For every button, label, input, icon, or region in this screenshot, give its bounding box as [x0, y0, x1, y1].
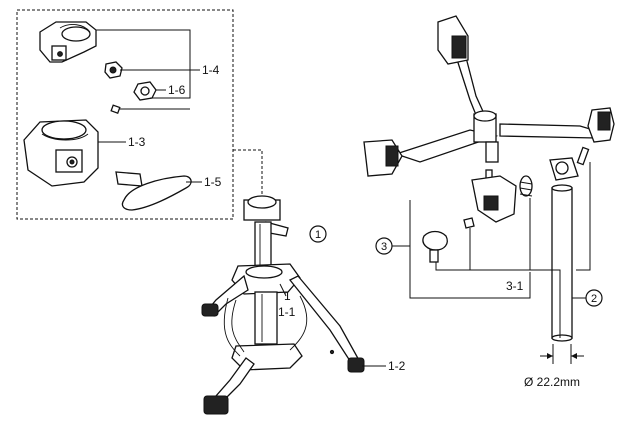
- label-1: 1: [284, 289, 291, 303]
- tripod-stand-part: [201, 195, 365, 415]
- callout-1: 1: [309, 225, 327, 243]
- inset-detail-box: [16, 9, 263, 220]
- callout-3: 3: [375, 237, 393, 255]
- clamp-lower-part: [23, 119, 99, 187]
- callout-2-label: 2: [591, 293, 597, 305]
- small-nut-part: [463, 217, 475, 229]
- label-diameter: Ø 22.2mm: [524, 375, 580, 389]
- washer-part: [133, 81, 157, 101]
- snare-basket-part: [363, 15, 615, 223]
- spring-part: [519, 175, 533, 197]
- screw-part: [110, 104, 121, 115]
- label-1-4: 1-4: [202, 63, 220, 77]
- diameter-dimension: [540, 344, 584, 364]
- wing-bolt-small-part: [422, 230, 448, 263]
- wing-bolt-part: [115, 171, 192, 211]
- label-1-5: 1-5: [204, 175, 222, 189]
- label-1-2: 1-2: [388, 359, 406, 373]
- label-3-1: 3-1: [506, 279, 524, 293]
- label-1-1: 1-1: [278, 305, 296, 319]
- label-1-3: 1-3: [128, 135, 146, 149]
- nut-part: [104, 61, 123, 79]
- callout-3-label: 3: [381, 241, 387, 253]
- callout-1-label: 1: [315, 229, 321, 241]
- clamp-top-part: [39, 21, 97, 63]
- label-1-6: 1-6: [168, 83, 186, 97]
- callout-2: 2: [585, 289, 603, 307]
- screw-right-part: [576, 146, 590, 166]
- rod-part: [549, 157, 579, 342]
